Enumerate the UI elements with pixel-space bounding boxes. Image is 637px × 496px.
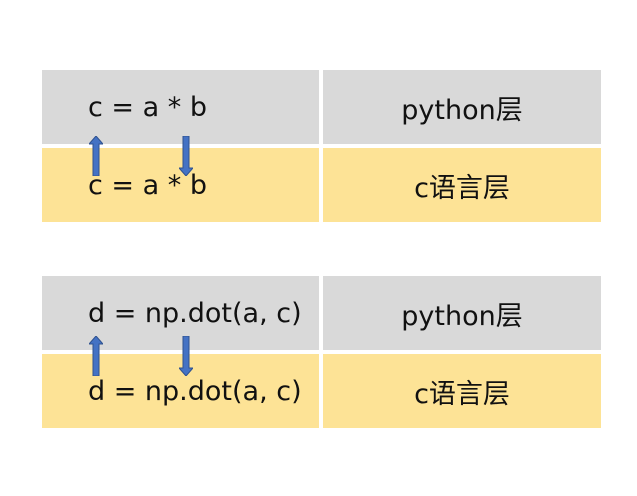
c-layer-label: c语言层	[414, 378, 510, 410]
layer-diagram-1: c = a * b python层 c = a * b c语言层	[42, 70, 601, 222]
c-layer-label: c语言层	[414, 172, 510, 204]
down-arrow-icon	[179, 136, 193, 176]
down-arrow-icon	[179, 336, 193, 376]
python-expression: c = a * b	[88, 91, 207, 123]
up-arrow-icon	[89, 136, 103, 176]
column-divider	[319, 276, 323, 428]
python-expression: d = np.dot(a, c)	[88, 297, 302, 329]
python-layer-label: python层	[401, 300, 523, 332]
column-divider	[319, 70, 323, 222]
c-expression: d = np.dot(a, c)	[88, 375, 302, 407]
up-arrow-icon	[89, 336, 103, 376]
layer-diagram-2: d = np.dot(a, c) python层 d = np.dot(a, c…	[42, 276, 601, 428]
python-layer-label: python层	[401, 94, 523, 126]
